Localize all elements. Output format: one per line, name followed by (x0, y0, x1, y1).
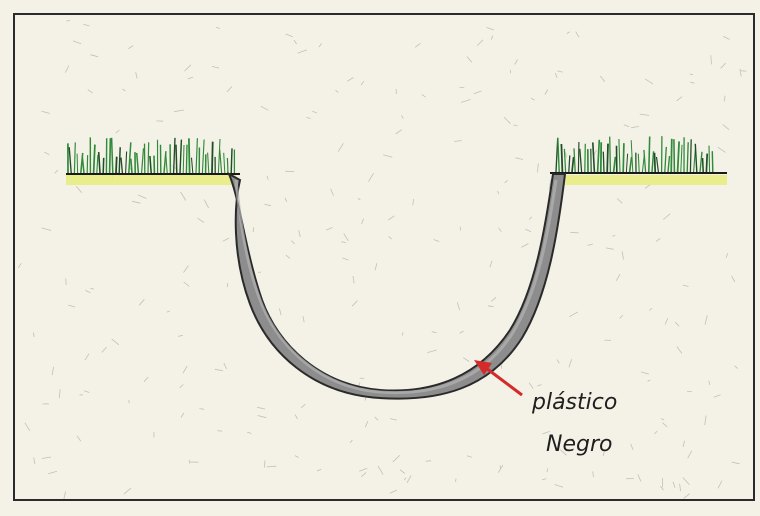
grass-blade (77, 154, 78, 173)
grass-blade (709, 146, 710, 172)
paper-speckle (501, 365, 502, 369)
paper-speckle (253, 227, 254, 232)
grass-blade (603, 152, 604, 172)
grass-blade (671, 139, 672, 172)
soil-highlight-left (66, 175, 236, 185)
grass-blade (674, 139, 675, 172)
label-plastico: plástico (531, 390, 617, 415)
grass-blade (610, 137, 611, 172)
grass-blade (623, 143, 624, 172)
grass-blade (706, 154, 707, 172)
grass-blade (607, 144, 608, 172)
grass-blade (227, 158, 228, 173)
grass-blade (561, 144, 562, 172)
grass-blade (585, 144, 586, 172)
grass-blade (649, 137, 650, 173)
grass-blade (189, 138, 190, 173)
grass-blade (119, 147, 120, 173)
grass-blade (110, 138, 111, 173)
paper-speckle (129, 400, 130, 403)
grass-blade (655, 153, 656, 172)
grass-blade (186, 145, 187, 173)
grass-blade (212, 142, 213, 173)
grass-blade (176, 145, 177, 173)
grass-blade (690, 139, 691, 172)
soil-highlight-right (555, 175, 727, 185)
grass-blade (116, 157, 117, 173)
label-negro: Negro (546, 432, 612, 457)
grass-blade (148, 142, 149, 173)
grass-blade (703, 158, 704, 172)
grass-blade (578, 142, 579, 172)
paper-speckle (66, 21, 70, 22)
grass-blade (712, 151, 713, 172)
grass-blade (103, 158, 104, 173)
grass-blade (231, 148, 232, 173)
